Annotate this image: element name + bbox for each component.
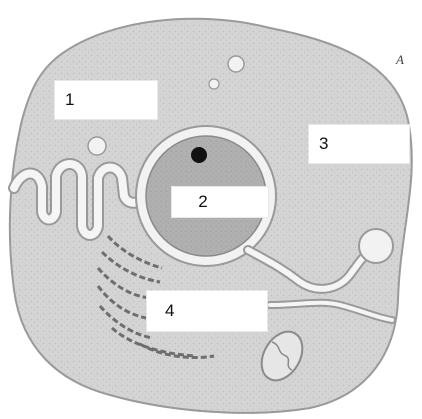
label-box-1: 1 xyxy=(54,80,158,120)
label-box-3: 3 xyxy=(308,124,410,164)
label-number-2: 2 xyxy=(198,192,207,212)
corner-mark: A xyxy=(396,52,404,68)
label-number-3: 3 xyxy=(319,134,328,154)
vesicle xyxy=(228,56,244,72)
vesicle xyxy=(88,137,106,155)
label-box-4: 4 xyxy=(146,290,268,332)
secretory-vesicle xyxy=(359,229,393,263)
label-number-4: 4 xyxy=(165,301,174,321)
label-number-1: 1 xyxy=(65,90,74,110)
nucleolus xyxy=(191,147,207,163)
vesicle xyxy=(209,79,219,89)
label-box-2: 2 xyxy=(171,186,269,218)
